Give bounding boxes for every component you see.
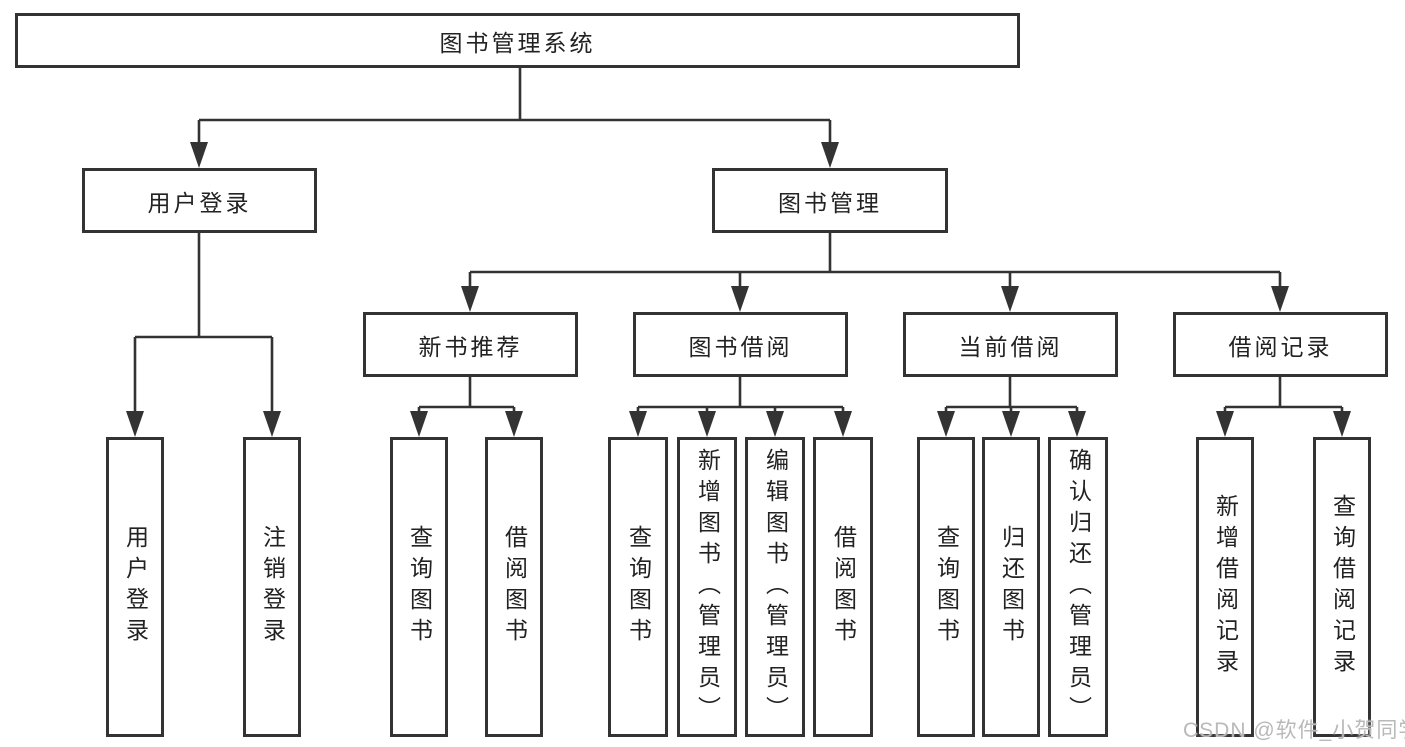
leaf-add-borrow-record: 新增借阅记录 — [1196, 437, 1254, 737]
arrowhead-icon-4-0 — [629, 411, 647, 437]
node-root: 图书管理系统 — [15, 13, 1020, 68]
node-root-label: 图书管理系统 — [439, 29, 596, 56]
leaf-confirm-return-admin-label: 确认归还（管理员） — [1065, 447, 1092, 727]
connector-path-4 — [636, 377, 845, 417]
csdn-watermark: CSDN @软件_小贺同学 — [1183, 719, 1405, 742]
node-borrow-records: 借阅记录 — [1173, 312, 1388, 377]
leaf-query-book-2: 查询图书 — [608, 437, 668, 737]
leaf-borrow-book-1-label: 借阅图书 — [501, 525, 528, 649]
leaf-add-book-admin: 新增图书（管理员） — [677, 437, 737, 737]
leaf-confirm-return-admin: 确认归还（管理员） — [1048, 437, 1108, 737]
arrowhead-icon-1-1 — [263, 411, 281, 437]
leaf-edit-book-admin: 编辑图书（管理员） — [745, 437, 805, 737]
node-new-book-recommend-label: 新书推荐 — [418, 333, 523, 360]
arrowhead-icon-4-3 — [834, 411, 852, 437]
leaf-query-book-1-label: 查询图书 — [406, 525, 433, 649]
connector-path-0 — [197, 68, 832, 148]
node-user-login: 用户登录 — [82, 168, 317, 233]
node-current-borrow-label: 当前借阅 — [958, 333, 1063, 360]
arrowhead-icon-4-2 — [766, 411, 784, 437]
arrowhead-icon-5-0 — [937, 411, 955, 437]
leaf-user-login-label: 用户登录 — [122, 525, 149, 649]
leaf-query-book-3-label: 查询图书 — [933, 525, 960, 649]
arrowhead-icon-2-0 — [461, 286, 479, 312]
arrowhead-icon-6-0 — [1216, 411, 1234, 437]
node-book-borrow-label: 图书借阅 — [688, 333, 793, 360]
arrowhead-icon-1-0 — [126, 411, 144, 437]
leaf-logout-label: 注销登录 — [259, 525, 286, 649]
leaf-add-book-admin-label: 新增图书（管理员） — [694, 447, 721, 727]
arrowhead-icon-0-0 — [190, 142, 208, 168]
leaf-return-book-label: 归还图书 — [998, 525, 1025, 649]
node-user-login-label: 用户登录 — [147, 189, 252, 216]
leaf-query-borrow-record: 查询借阅记录 — [1313, 437, 1371, 737]
leaf-logout: 注销登录 — [243, 437, 301, 737]
connector-path-6 — [1223, 377, 1344, 417]
leaf-query-book-1: 查询图书 — [390, 437, 448, 737]
leaf-return-book: 归还图书 — [982, 437, 1040, 737]
leaf-query-borrow-record-label: 查询借阅记录 — [1329, 494, 1356, 680]
node-book-management: 图书管理 — [712, 168, 948, 233]
arrowhead-icon-2-3 — [1271, 286, 1289, 312]
leaf-borrow-book-1: 借阅图书 — [485, 437, 543, 737]
connector-path-3 — [417, 377, 516, 417]
connector-path-2 — [468, 233, 1282, 292]
node-borrow-records-label: 借阅记录 — [1228, 333, 1333, 360]
node-new-book-recommend: 新书推荐 — [363, 312, 578, 377]
node-current-borrow: 当前借阅 — [903, 312, 1118, 377]
arrowhead-icon-3-1 — [505, 411, 523, 437]
leaf-add-borrow-record-label: 新增借阅记录 — [1212, 494, 1239, 680]
leaf-edit-book-admin-label: 编辑图书（管理员） — [762, 447, 789, 727]
leaf-borrow-book-2-label: 借阅图书 — [830, 525, 857, 649]
arrowhead-icon-0-1 — [821, 142, 839, 168]
arrowhead-icon-6-1 — [1333, 411, 1351, 437]
leaf-user-login: 用户登录 — [106, 437, 164, 737]
leaf-borrow-book-2: 借阅图书 — [813, 437, 873, 737]
arrowhead-icon-2-2 — [1001, 286, 1019, 312]
node-book-borrow: 图书借阅 — [633, 312, 848, 377]
arrowhead-icon-4-1 — [698, 411, 716, 437]
leaf-query-book-2-label: 查询图书 — [625, 525, 652, 649]
arrowhead-icon-5-1 — [1002, 411, 1020, 437]
arrowhead-icon-3-0 — [410, 411, 428, 437]
arrowhead-icon-2-1 — [731, 286, 749, 312]
connector-path-1 — [133, 233, 274, 417]
arrowhead-icon-5-2 — [1068, 411, 1086, 437]
node-book-management-label: 图书管理 — [778, 189, 882, 216]
leaf-query-book-3: 查询图书 — [917, 437, 975, 737]
